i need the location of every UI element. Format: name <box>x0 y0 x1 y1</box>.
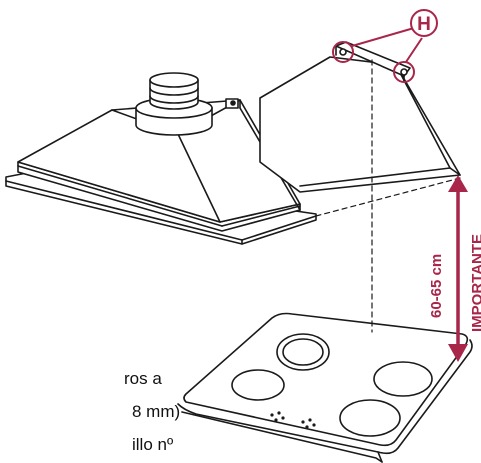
control-dots <box>270 411 316 429</box>
duct-collar <box>135 72 213 136</box>
callout-letter: H <box>417 14 431 35</box>
cut-text-line-2: 8 mm) <box>132 402 181 421</box>
dimension-arrow <box>448 175 468 362</box>
cooktop <box>177 312 473 463</box>
dimension-note: IMPORTANTE <box>469 234 481 332</box>
cut-text-line-3: illo nº <box>132 435 174 454</box>
callout-h <box>332 9 438 83</box>
dimension-distance: 60-65 cm <box>428 254 445 318</box>
cut-text-line-1: ros a <box>124 369 162 388</box>
guide-lines <box>315 59 461 333</box>
chimney-cover <box>259 41 461 193</box>
